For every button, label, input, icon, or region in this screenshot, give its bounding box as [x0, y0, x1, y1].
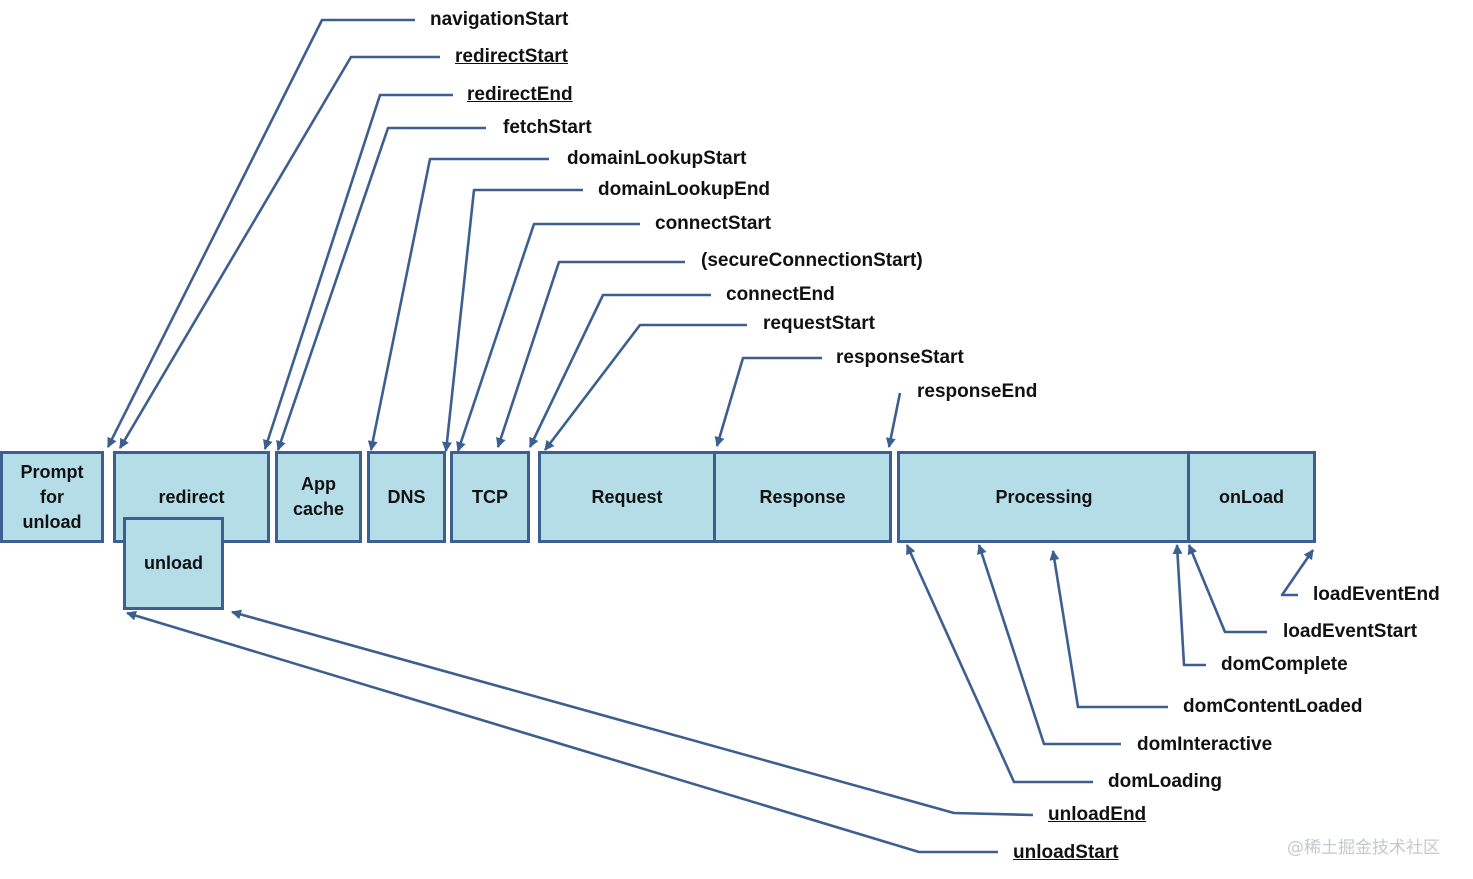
label-dom-interactive: domInteractive [1137, 734, 1273, 755]
label-secure-connection-start: (secureConnectionStart) [701, 250, 923, 271]
connector-domain-lookup-start [367, 157, 549, 451]
label-dom-content-loaded: domContentLoaded [1183, 696, 1363, 717]
phase-onload: onLoad [1187, 451, 1316, 543]
label-redirect-start: redirectStart [455, 46, 568, 67]
label-connect-end: connectEnd [726, 284, 835, 305]
connector-redirect-end [263, 93, 453, 450]
connector-dom-content-loaded [1049, 550, 1168, 709]
label-response-start: responseStart [836, 347, 964, 368]
phase-prompt-for-unload: Prompt for unload [0, 451, 104, 543]
connector-load-event-end [1280, 549, 1315, 597]
label-domain-lookup-end: domainLookupEnd [598, 179, 771, 200]
label-redirect-end: redirectEnd [467, 84, 573, 105]
connector-request-start [543, 323, 747, 451]
connector-redirect-start [118, 55, 440, 449]
connector-connect-start [456, 222, 640, 452]
connector-unload-end [231, 609, 1034, 817]
label-dom-complete: domComplete [1221, 654, 1348, 675]
label-domain-lookup-start: domainLookupStart [567, 148, 747, 169]
label-response-end: responseEnd [917, 381, 1038, 402]
connector-load-event-start [1187, 544, 1267, 634]
label-dom-loading: domLoading [1108, 771, 1222, 792]
connector-dom-complete [1172, 544, 1206, 667]
phase-tcp: TCP [450, 451, 530, 543]
phase-app-cache: App cache [275, 451, 362, 543]
connector-response-start [714, 356, 822, 447]
phase-unload: unload [123, 517, 224, 610]
label-unload-end: unloadEnd [1048, 804, 1147, 825]
connector-dom-loading [905, 544, 1093, 784]
label-load-event-end: loadEventEnd [1313, 584, 1440, 605]
label-unload-start: unloadStart [1013, 842, 1119, 863]
connector-secure-connection-start [496, 260, 685, 448]
connector-unload-start [126, 610, 998, 854]
connector-navigation-start [106, 18, 415, 448]
phase-response: Response [713, 451, 892, 543]
label-request-start: requestStart [763, 313, 875, 334]
connector-fetch-start [276, 126, 486, 451]
connector-connect-end [528, 293, 711, 448]
label-fetch-start: fetchStart [503, 117, 592, 138]
watermark-text: @稀土掘金技术社区 [1287, 838, 1440, 858]
phase-dns: DNS [367, 451, 446, 543]
connector-domain-lookup-end [441, 188, 583, 452]
label-navigation-start: navigationStart [430, 9, 569, 30]
connector-response-end [885, 392, 902, 448]
phase-processing: Processing [897, 451, 1191, 543]
phase-request: Request [538, 451, 716, 543]
label-connect-start: connectStart [655, 213, 772, 234]
connector-dom-interactive [977, 544, 1121, 746]
label-load-event-start: loadEventStart [1283, 621, 1418, 642]
